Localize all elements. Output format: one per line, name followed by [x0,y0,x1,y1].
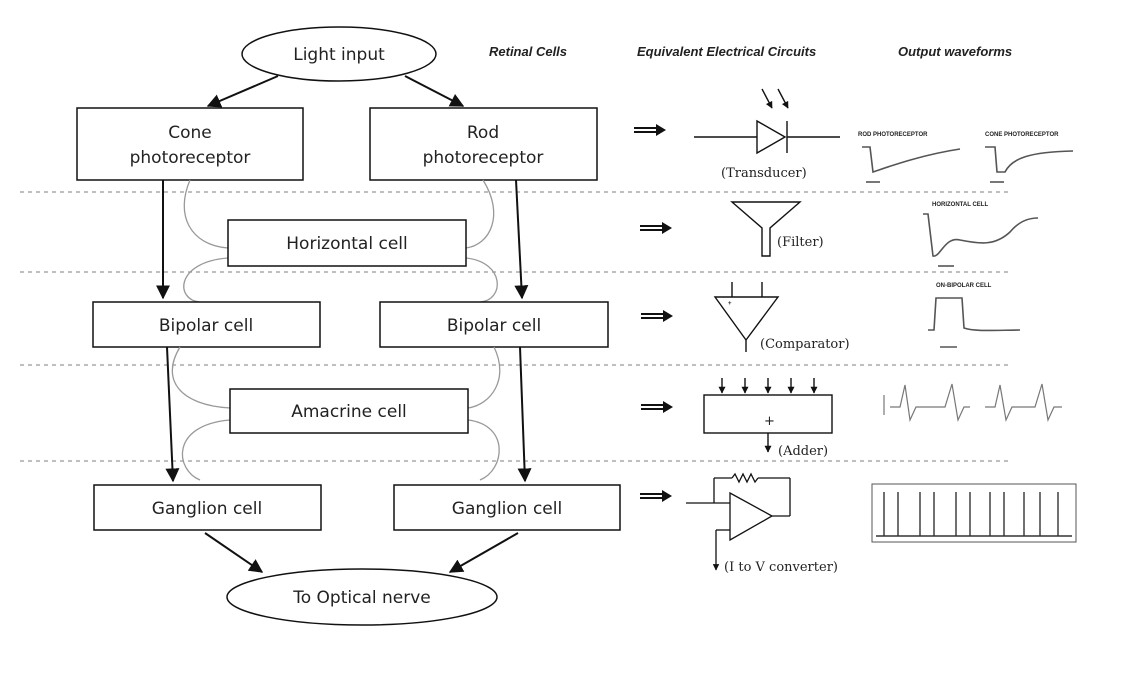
light-input-node [241,26,437,82]
header-retinal-cells: Retinal Cells [489,44,567,59]
on-bipolar-waveform-trace [928,297,1021,332]
mapping-arrow-bipolar [641,310,673,322]
cone-waveform-trace [985,146,1074,173]
curve-horizontal-bipolar-left [183,257,229,303]
curve-bipolar-amacrine-right [467,346,501,409]
rod-waveform-trace [862,146,961,174]
comparator-plus: + [728,301,732,307]
on-bipolar-waveform-title: ON-BIPOLAR CELL [936,283,992,289]
arrow-ganglion-left-to-nerve [204,532,264,573]
arrow-light-to-cone [206,75,279,108]
curve-amacrine-ganglion-left [181,419,231,481]
i-to-v-label: (I to V converter) [724,560,838,575]
mapping-arrow-photoreceptor [634,124,666,136]
ganglion-cell-left-box [93,484,322,531]
photoreceptor-waveforms [862,146,1074,183]
ganglion-cell-right-box [393,484,621,531]
rod-waveform-title: ROD PHOTORECEPTOR [858,132,928,138]
comparator-label: (Comparator) [760,337,850,352]
bipolar-cell-left-box [92,301,321,348]
filter-label: (Filter) [777,235,824,250]
arrow-rod-to-bipolar [514,179,529,300]
ganglion-cell-right-label: Ganglion cell [452,499,562,519]
rod-photoreceptor-box [369,107,598,181]
bipolar-cell-right-label: Bipolar cell [447,316,541,336]
rod-label-line2: photoreceptor [423,148,544,168]
mapping-arrow-horizontal [640,222,672,234]
mapping-arrow-ganglion [640,490,672,502]
cone-waveform-title: CONE PHOTORECEPTOR [985,132,1059,138]
amacrine-connections [171,346,501,481]
ganglion-plot-frame [871,483,1077,543]
cone-label-line2: photoreceptor [130,148,251,168]
amacrine-cell-box [229,388,469,434]
amacrine-waveform-trace-1 [890,383,970,423]
header-waveforms: Output waveforms [898,44,1012,59]
horizontal-cell-box [227,219,467,267]
bipolar-cell-left-label: Bipolar cell [159,316,253,336]
comparator-icon [713,282,780,352]
header-circuits: Equivalent Electrical Circuits [637,44,816,59]
adder-label: (Adder) [778,444,828,459]
on-bipolar-waveform [928,297,1021,348]
curve-horizontal-bipolar-right [465,257,498,303]
mapping-arrows [634,124,673,502]
ganglion-spike-train [876,492,1072,537]
ganglion-waveform [871,483,1077,543]
optical-nerve-label: To Optical nerve [292,588,431,608]
amacrine-waveform-trace-2 [985,383,1062,423]
horizontal-waveform-title: HORIZONTAL CELL [932,202,988,208]
photodiode-icon [694,88,840,155]
adder-plus: + [764,414,775,429]
horizontal-waveform [923,213,1039,267]
optical-nerve-node [226,568,498,626]
horizontal-cell-label: Horizontal cell [286,234,407,254]
light-input-label: Light input [293,45,385,65]
transducer-label: (Transducer) [721,166,807,181]
curve-bipolar-amacrine-left [171,346,231,409]
horizontal-waveform-trace [923,213,1039,257]
arrow-bipolar-to-ganglion-left [165,346,180,483]
curve-cone-horizontal [183,179,229,249]
adder-icon [703,378,833,453]
ganglion-cell-left-label: Ganglion cell [152,499,262,519]
arrow-light-to-rod [404,75,465,107]
mapping-arrow-amacrine [641,401,673,413]
cone-label-line1: Cone [168,123,212,143]
horizontal-connections [183,179,498,303]
cone-photoreceptor-box [76,107,304,181]
layer-separators [20,191,1010,462]
arrow-ganglion-right-to-nerve [448,532,519,573]
funnel-icon [730,201,802,257]
opamp-icon [686,472,791,571]
rod-label-line1: Rod [467,123,499,143]
curve-amacrine-ganglion-right [467,419,500,481]
amacrine-cell-label: Amacrine cell [291,402,407,422]
curve-rod-horizontal [465,179,495,249]
amacrine-waveforms [883,383,1062,423]
bipolar-cell-right-box [379,301,609,348]
arrow-bipolar-to-ganglion-right [517,346,532,483]
